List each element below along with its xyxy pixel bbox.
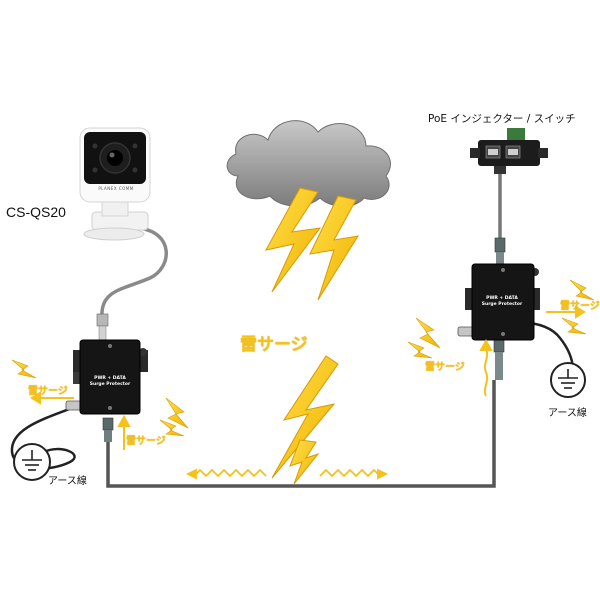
surge-protector-right: [465, 263, 540, 341]
surge-label-right-cable: 雷サージ: [425, 362, 465, 373]
network-camera: [79, 127, 151, 241]
surge-spark-right: [407, 279, 595, 359]
surge-protector-left: [73, 339, 148, 415]
earth-symbol-right: [550, 362, 586, 398]
surge-arrow-left-earth: [30, 391, 74, 405]
camera-model-label: CS-QS20: [6, 204, 66, 220]
protector-label-left-line2: Surge Protector: [89, 382, 131, 387]
surge-label-right-earth: 雷サージ: [560, 301, 600, 312]
protector-label-right-line2: Surge Protector: [481, 302, 523, 307]
surge-arrow-ground-right: [319, 468, 389, 480]
poe-injector: [470, 128, 548, 174]
surge-label-left-cable: 雷サージ: [126, 436, 166, 447]
surge-arrow-right-earth: [546, 305, 586, 319]
surge-arrow-right-cable: [479, 338, 493, 397]
rj45-connector-right-bottom: [493, 337, 505, 380]
camera-cable: [100, 226, 168, 340]
lightning-bolt-lower: [271, 355, 339, 485]
camera-brand-label: PLANEX COMM: [98, 186, 134, 191]
rj45-connector-right-top: [494, 237, 506, 268]
earth-wire-label-right: アース線: [548, 408, 587, 419]
lightning-bolt-upper: [265, 187, 360, 301]
protector-label-right: PWR + DATA Surge Protector: [472, 296, 532, 308]
protector-label-left-line1: PWR + DATA: [94, 376, 126, 381]
earth-wire-label-left: アース線: [48, 476, 87, 487]
surge-label-left-earth: 雷サージ: [28, 386, 68, 397]
poe-injector-label: PoE インジェクター / スイッチ: [428, 113, 576, 125]
ground-cable: [106, 380, 496, 488]
rj45-connector-left-bottom: [102, 417, 114, 442]
protector-label-left: PWR + DATA Surge Protector: [80, 376, 140, 388]
surge-arrow-ground-left: [185, 468, 267, 480]
protector-label-right-line1: PWR + DATA: [486, 296, 518, 301]
surge-spark-left: [11, 359, 189, 437]
surge-label-center: 雷サージ: [240, 335, 308, 355]
surge-arrow-left-cable: [117, 414, 131, 450]
earth-symbol-left: [13, 443, 51, 481]
